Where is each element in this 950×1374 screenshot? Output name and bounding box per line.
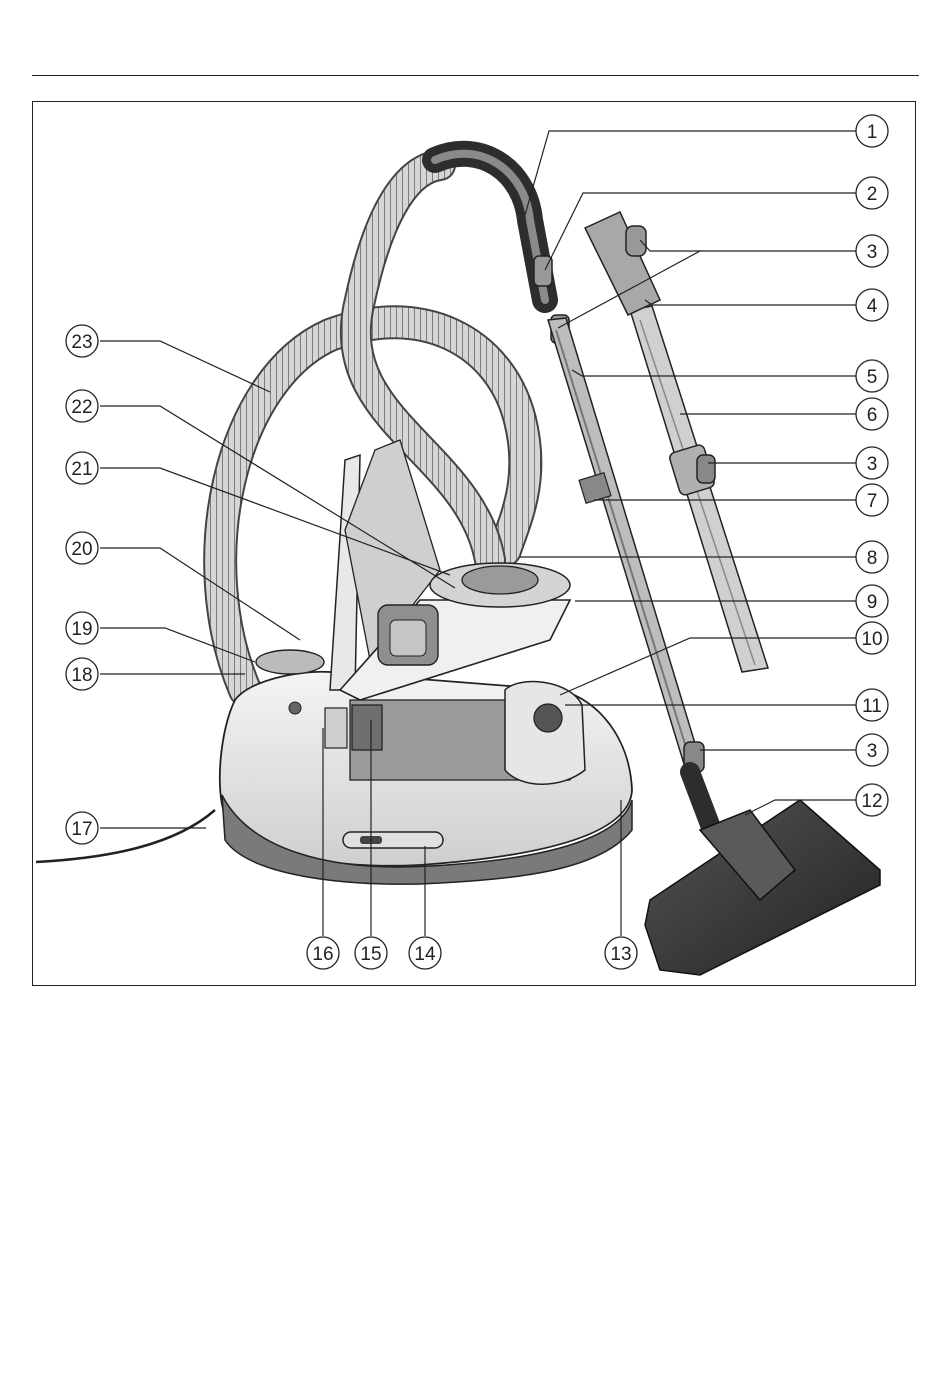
bag-collar [534,704,562,732]
callout-c6: 6 [856,398,888,430]
callout-c7: 7 [856,484,888,516]
svg-text:23: 23 [71,332,92,353]
callout-c13: 13 [605,937,637,969]
svg-text:13: 13 [610,944,631,965]
svg-text:17: 17 [71,819,92,840]
callout-c10: 10 [856,622,888,654]
svg-text:21: 21 [71,459,92,480]
callout-c19: 19 [66,612,98,644]
power-switch [289,702,301,714]
svg-text:19: 19 [71,619,92,640]
bag-holder [325,708,347,748]
callout-c9: 9 [856,585,888,617]
callout-c3b: 3 [856,447,888,479]
svg-text:3: 3 [867,454,878,475]
callout-c1: 1 [856,115,888,147]
callout-c8: 8 [856,541,888,573]
callout-c11: 11 [856,689,888,721]
svg-text:22: 22 [71,397,92,418]
callout-c3c: 3 [856,734,888,766]
callout-c4: 4 [856,289,888,321]
suction-slider [343,832,443,848]
svg-text:5: 5 [867,367,878,388]
svg-text:16: 16 [312,944,333,965]
dust-bag [505,682,585,785]
callout-c16: 16 [307,937,339,969]
cable-rewind-pedal [256,650,324,674]
svg-text:9: 9 [867,592,878,613]
tube-button-top [626,226,646,256]
svg-text:3: 3 [867,242,878,263]
svg-text:2: 2 [867,184,878,205]
callout-c21: 21 [66,452,98,484]
callout-c2: 2 [856,177,888,209]
svg-text:8: 8 [867,548,878,569]
callout-c5: 5 [856,360,888,392]
svg-text:4: 4 [867,296,878,317]
svg-text:3: 3 [867,741,878,762]
callout-c18: 18 [66,658,98,690]
svg-text:14: 14 [414,944,436,965]
svg-text:15: 15 [360,944,381,965]
svg-text:10: 10 [861,629,882,650]
svg-text:6: 6 [867,405,878,426]
svg-text:11: 11 [862,696,882,717]
svg-text:20: 20 [71,539,92,560]
svg-text:1: 1 [867,122,878,143]
tube-button-mid [697,455,715,483]
filter-holder [352,705,382,750]
power-cord [36,810,215,862]
callout-c14: 14 [409,937,441,969]
svg-text:7: 7 [867,491,878,512]
callout-c23: 23 [66,325,98,357]
svg-text:18: 18 [71,665,92,686]
callout-c22: 22 [66,390,98,422]
callout-c3a: 3 [856,235,888,267]
callout-c15: 15 [355,937,387,969]
svg-text:12: 12 [861,791,882,812]
callout-c12: 12 [856,784,888,816]
tube-clip [585,212,660,315]
callout-c20: 20 [66,532,98,564]
callout-c17: 17 [66,812,98,844]
